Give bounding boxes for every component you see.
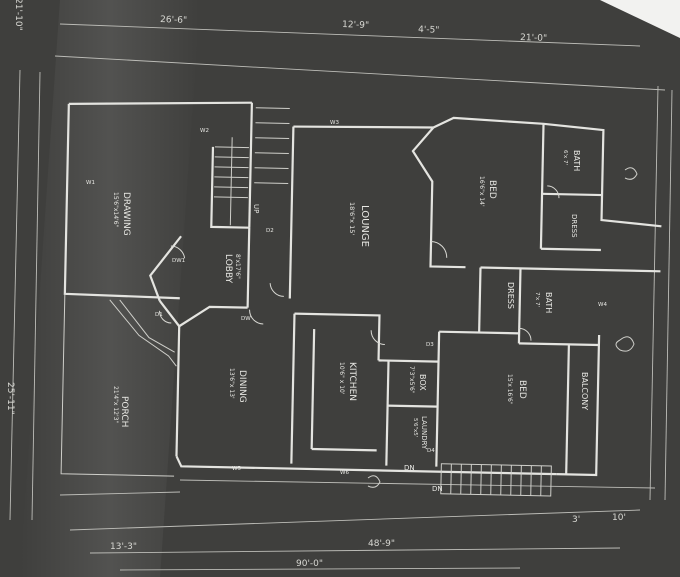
room-label-dress-2: DRESS (506, 282, 515, 309)
room-label-box: BOX (418, 374, 427, 391)
room-label-balcony: BALCONY (580, 372, 589, 410)
stairs (213, 107, 290, 226)
door-swings (159, 185, 560, 346)
room-label-lobby: LOBBY (223, 254, 233, 284)
window-tag-w3: W3 (330, 120, 339, 126)
plant-symbols (367, 167, 638, 488)
dim-top-3: 4'-5" (418, 25, 440, 36)
room-size-drawing: 15'6"x14'6" (112, 192, 119, 228)
room-size-bed-2: 15'x 16'6" (506, 374, 513, 405)
room-size-bath-2: 7'x 7' (534, 292, 540, 307)
room-size-kitchen: 10'6" x 10' (338, 362, 345, 395)
window-tag-w4: W4 (598, 302, 607, 308)
room-size-laundry: 5'6"x5' (412, 418, 418, 437)
room-label-dining: DINING (237, 370, 247, 403)
room-size-lobby: 8'x17'6" (234, 254, 241, 279)
dim-top-4: 21'-0" (520, 33, 547, 44)
room-label-bath-1: BATH (572, 150, 581, 171)
dimension-lines (9, 23, 673, 571)
room-size-dining: 13'6"x 13' (228, 368, 235, 399)
room-label-dress-1: DRESS (570, 214, 578, 238)
dim-bottom-4: 10' (612, 513, 626, 523)
room-label-bath-2: BATH (544, 292, 553, 313)
dim-bottom-total: 90'-0" (296, 559, 323, 569)
room-label-porch: PORCH (119, 396, 129, 427)
room-label-bed-2: BED (517, 380, 527, 399)
stair-up-label: UP (252, 204, 260, 213)
room-size-bed-1: 16'6"x 14' (478, 176, 485, 207)
dim-left-1: 21'-10" (13, 0, 23, 31)
door-tag-d1: D1 (155, 312, 163, 318)
room-size-porch: 21'4"x 12'3" (112, 386, 119, 423)
stair-dn-label-1: DN (432, 485, 443, 493)
room-size-box: 7'3"x5'6" (408, 366, 415, 394)
dim-top-2: 12'-9" (342, 20, 369, 31)
room-label-kitchen: KITCHEN (347, 362, 357, 401)
stair-dn-label-2: DN (404, 464, 415, 472)
dim-left-2: 25'-11" (5, 382, 15, 415)
dim-bottom-1: 13'-3" (110, 542, 137, 552)
dim-bottom-2: 48'-9" (368, 539, 395, 549)
door-tag-d4: D4 (427, 448, 435, 454)
door-tag-d2: D2 (266, 228, 274, 234)
room-size-bath-1: 6'x 7' (562, 150, 568, 165)
window-tag-w1: W1 (86, 180, 95, 186)
dimension-labels: 26'-6" 12'-9" 4'-5" 21'-0" 13'-3" 48'-9"… (5, 0, 626, 569)
room-labels: DRAWING 15'6"x14'6" LOUNGE 18'6"x 15' LO… (112, 150, 589, 493)
opening-tags: D1 D2 D3 D4 DW1 DW W1 W2 W3 W4 W5 W6 (86, 120, 607, 476)
room-label-drawing: DRAWING (121, 192, 131, 236)
room-label-bed-1: BED (487, 180, 497, 199)
window-tag-w6: W6 (340, 470, 349, 476)
room-size-lounge: 18'6"x 15' (348, 202, 356, 235)
room-label-lounge: LOUNGE (359, 205, 370, 247)
room-label-laundry: LAUNDRY (420, 416, 428, 450)
entry-steps (440, 463, 552, 497)
paper-corner (600, 0, 680, 38)
window-tag-w2: W2 (200, 128, 209, 134)
door-tag-d3: D3 (426, 342, 434, 348)
window-tag-w5: W5 (232, 466, 241, 472)
door-tag-dw1: DW1 (172, 258, 185, 264)
door-tag-dw: DW (241, 316, 251, 322)
walls (60, 101, 662, 497)
dim-bottom-3: 3' (572, 515, 580, 525)
dim-top-1: 26'-6" (160, 15, 187, 26)
